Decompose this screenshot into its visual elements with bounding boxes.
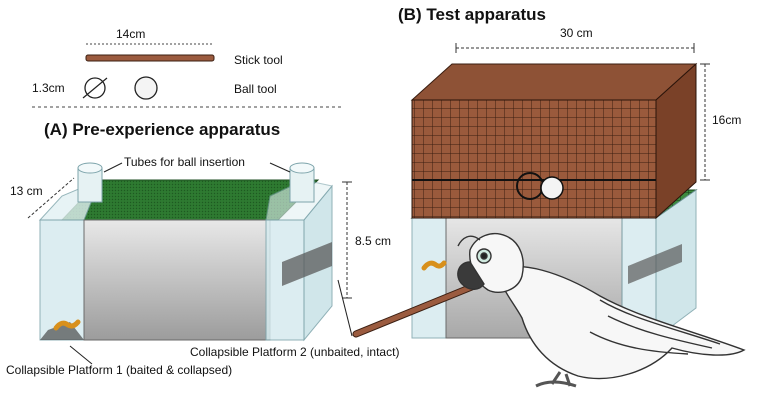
- tools-legend: 14cm Stick tool 1.3cm Ball tool: [32, 27, 344, 108]
- tube-right: [289, 162, 315, 203]
- platform-1-label: Collapsible Platform 1 (baited & collaps…: [6, 363, 232, 377]
- cage-top: [410, 63, 698, 101]
- bait-worm: [53, 319, 81, 331]
- panel-a-title: (A) Pre-experience apparatus: [44, 120, 280, 139]
- tubes-label: Tubes for ball insertion: [124, 155, 245, 169]
- depth-label: 13 cm: [10, 184, 43, 198]
- tube-left: [77, 162, 103, 203]
- height-label-b: 16cm: [712, 113, 741, 127]
- panel-b-title: (B) Test apparatus: [398, 5, 546, 24]
- platform-2: [282, 242, 332, 286]
- ball: [540, 176, 564, 200]
- apparatus-a-front: [83, 219, 271, 341]
- stick-tool-label: Stick tool: [234, 53, 283, 67]
- cage-front: [411, 99, 657, 219]
- ball-tool: [134, 76, 158, 100]
- ball-diameter-label: 1.3cm: [32, 81, 65, 95]
- ball-tool-label: Ball tool: [234, 82, 277, 96]
- platform-2-label: Collapsible Platform 2 (unbaited, intact…: [190, 345, 399, 359]
- panel-a: (A) Pre-experience apparatus Tubes for b…: [6, 120, 399, 377]
- stick-length-label: 14cm: [116, 27, 145, 41]
- panel-b: (B) Test apparatus 30 cm 16cm: [352, 5, 746, 388]
- ball-diameter-icon: [84, 77, 106, 99]
- cage-side: [655, 62, 697, 220]
- height-label-a: 8.5 cm: [355, 234, 391, 248]
- stick-tool: [85, 54, 215, 62]
- width-label-b: 30 cm: [560, 26, 593, 40]
- cockatoo: [457, 232, 746, 388]
- stick-in-beak: [353, 279, 487, 337]
